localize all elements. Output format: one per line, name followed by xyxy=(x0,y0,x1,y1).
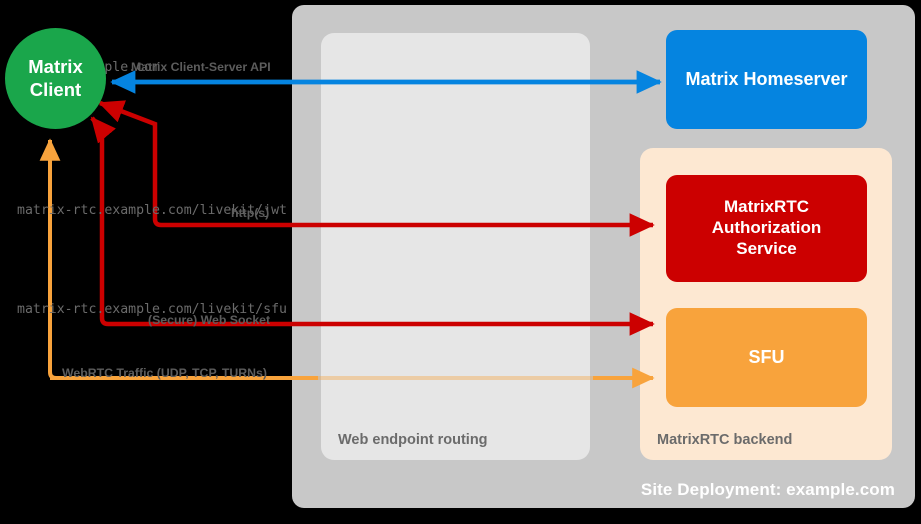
node-matrixrtc-auth-service[interactable]: MatrixRTC Authorization Service xyxy=(666,175,867,282)
endpoint-url-livekit-jwt: matrix-rtc.example.com/livekit/jwt xyxy=(17,203,287,218)
matrixrtc-backend-label: MatrixRTC backend xyxy=(657,432,793,448)
site-deployment-label: Site Deployment: example.com xyxy=(640,480,895,499)
matrix-client-label-line2: Client xyxy=(29,78,82,100)
edge-label-client-server-api: Matrix Client-Server API xyxy=(131,60,271,74)
edge-label-webrtc-traffic: WebRTC Traffic (UDP, TCP, TURNs) xyxy=(62,366,267,380)
edge-label-https: http(s) xyxy=(231,206,270,220)
node-matrix-client[interactable]: Matrix Client xyxy=(5,28,106,129)
endpoint-url-livekit-sfu: matrix-rtc.example.com/livekit/sfu xyxy=(17,302,287,317)
edge-label-web-socket: (Secure) Web Socket xyxy=(148,313,271,327)
matrixrtc-auth-service-label-line2: Authorization xyxy=(711,218,822,238)
node-matrix-homeserver[interactable]: Matrix Homeserver xyxy=(666,30,867,129)
matrixrtc-auth-service-label-line3: Service xyxy=(736,238,797,258)
matrixrtc-auth-service-label-line1: MatrixRTC xyxy=(723,197,809,217)
web-endpoint-routing-label: Web endpoint routing xyxy=(338,432,488,448)
matrix-homeserver-label: Matrix Homeserver xyxy=(685,68,848,89)
edge-web-socket xyxy=(90,116,655,336)
sfu-label: SFU xyxy=(748,346,785,367)
matrix-client-label-line1: Matrix xyxy=(28,55,83,77)
node-sfu[interactable]: SFU xyxy=(666,308,867,407)
edge-webrtc-traffic xyxy=(39,138,655,389)
web-endpoint-routing-container: Web endpoint routing xyxy=(321,33,590,460)
edge-https xyxy=(98,100,655,237)
